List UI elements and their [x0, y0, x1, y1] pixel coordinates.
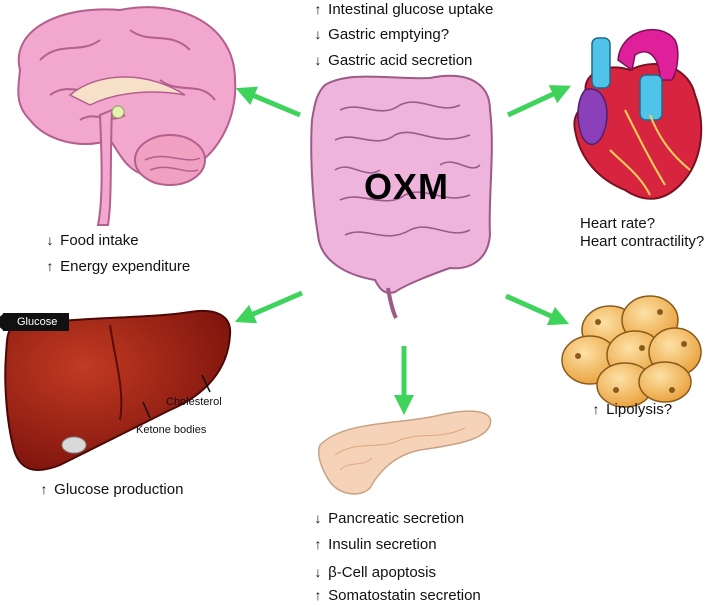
- gut-effect-2-text: Gastric emptying?: [328, 26, 450, 43]
- down-arrow-icon: ↓: [46, 232, 54, 248]
- pancreas-illustration: [318, 410, 492, 495]
- up-arrow-icon: ↑: [592, 401, 600, 417]
- gut-effect-3-text: Gastric acid secretion: [328, 52, 473, 69]
- brain-effect-1: ↓ Food intake: [44, 231, 139, 250]
- heart-effect-1: Heart rate?: [580, 215, 656, 232]
- cholesterol-label: Cholesterol: [166, 396, 222, 408]
- pancreas-effect-2: ↑ Insulin secretion: [312, 535, 437, 554]
- pancreas-effect-2-text: Insulin secretion: [328, 536, 437, 553]
- fat-effect-text: Lipolysis?: [606, 401, 673, 418]
- pancreas-effect-1-text: Pancreatic secretion: [328, 510, 465, 527]
- pancreas-effect-4-text: Somatostatin secretion: [328, 587, 481, 604]
- gut-effect-2: ↓ Gastric emptying?: [312, 25, 450, 44]
- pancreas-effect-1: ↓ Pancreatic secretion: [312, 509, 465, 528]
- glucose-output-tag: Glucose: [0, 313, 69, 331]
- brain-effect-2-text: Energy expenditure: [60, 258, 191, 275]
- fat-effect: ↑ Lipolysis?: [590, 400, 673, 419]
- up-arrow-icon: ↑: [314, 536, 322, 552]
- liver-effect-text: Glucose production: [54, 481, 184, 498]
- liver-effect: ↑ Glucose production: [38, 480, 184, 499]
- brain-effect-2: ↑ Energy expenditure: [44, 257, 191, 276]
- down-arrow-icon: ↓: [314, 26, 322, 42]
- gut-effect-1-text: Intestinal glucose uptake: [328, 1, 494, 18]
- oxm-title: OXM: [364, 166, 450, 207]
- down-arrow-icon: ↓: [314, 510, 322, 526]
- down-arrow-icon: ↓: [314, 52, 322, 68]
- liver-illustration: [4, 310, 232, 471]
- pancreas-effect-3-text: β-Cell apoptosis: [328, 564, 437, 581]
- heart-illustration: [573, 29, 703, 200]
- gut-effect-1: ↑ Intestinal glucose uptake: [312, 0, 494, 19]
- pancreas-effect-4: ↑ Somatostatin secretion: [312, 586, 481, 605]
- brain-effect-1-text: Food intake: [60, 232, 139, 249]
- brain-illustration: [17, 6, 237, 226]
- gut-effect-3: ↓ Gastric acid secretion: [312, 51, 473, 70]
- down-arrow-icon: ↓: [314, 564, 322, 580]
- ketone-label: Ketone bodies: [136, 424, 207, 436]
- heart-effect-2: Heart contractility?: [580, 233, 705, 250]
- up-arrow-icon: ↑: [314, 1, 322, 17]
- up-arrow-icon: ↑: [40, 481, 48, 497]
- adipocytes-illustration: [561, 295, 702, 408]
- pancreas-effect-3: ↓ β-Cell apoptosis: [312, 563, 437, 582]
- effect-arrows: [234, 85, 572, 415]
- up-arrow-icon: ↑: [46, 258, 54, 274]
- up-arrow-icon: ↑: [314, 587, 322, 603]
- intestine-illustration: [310, 74, 493, 319]
